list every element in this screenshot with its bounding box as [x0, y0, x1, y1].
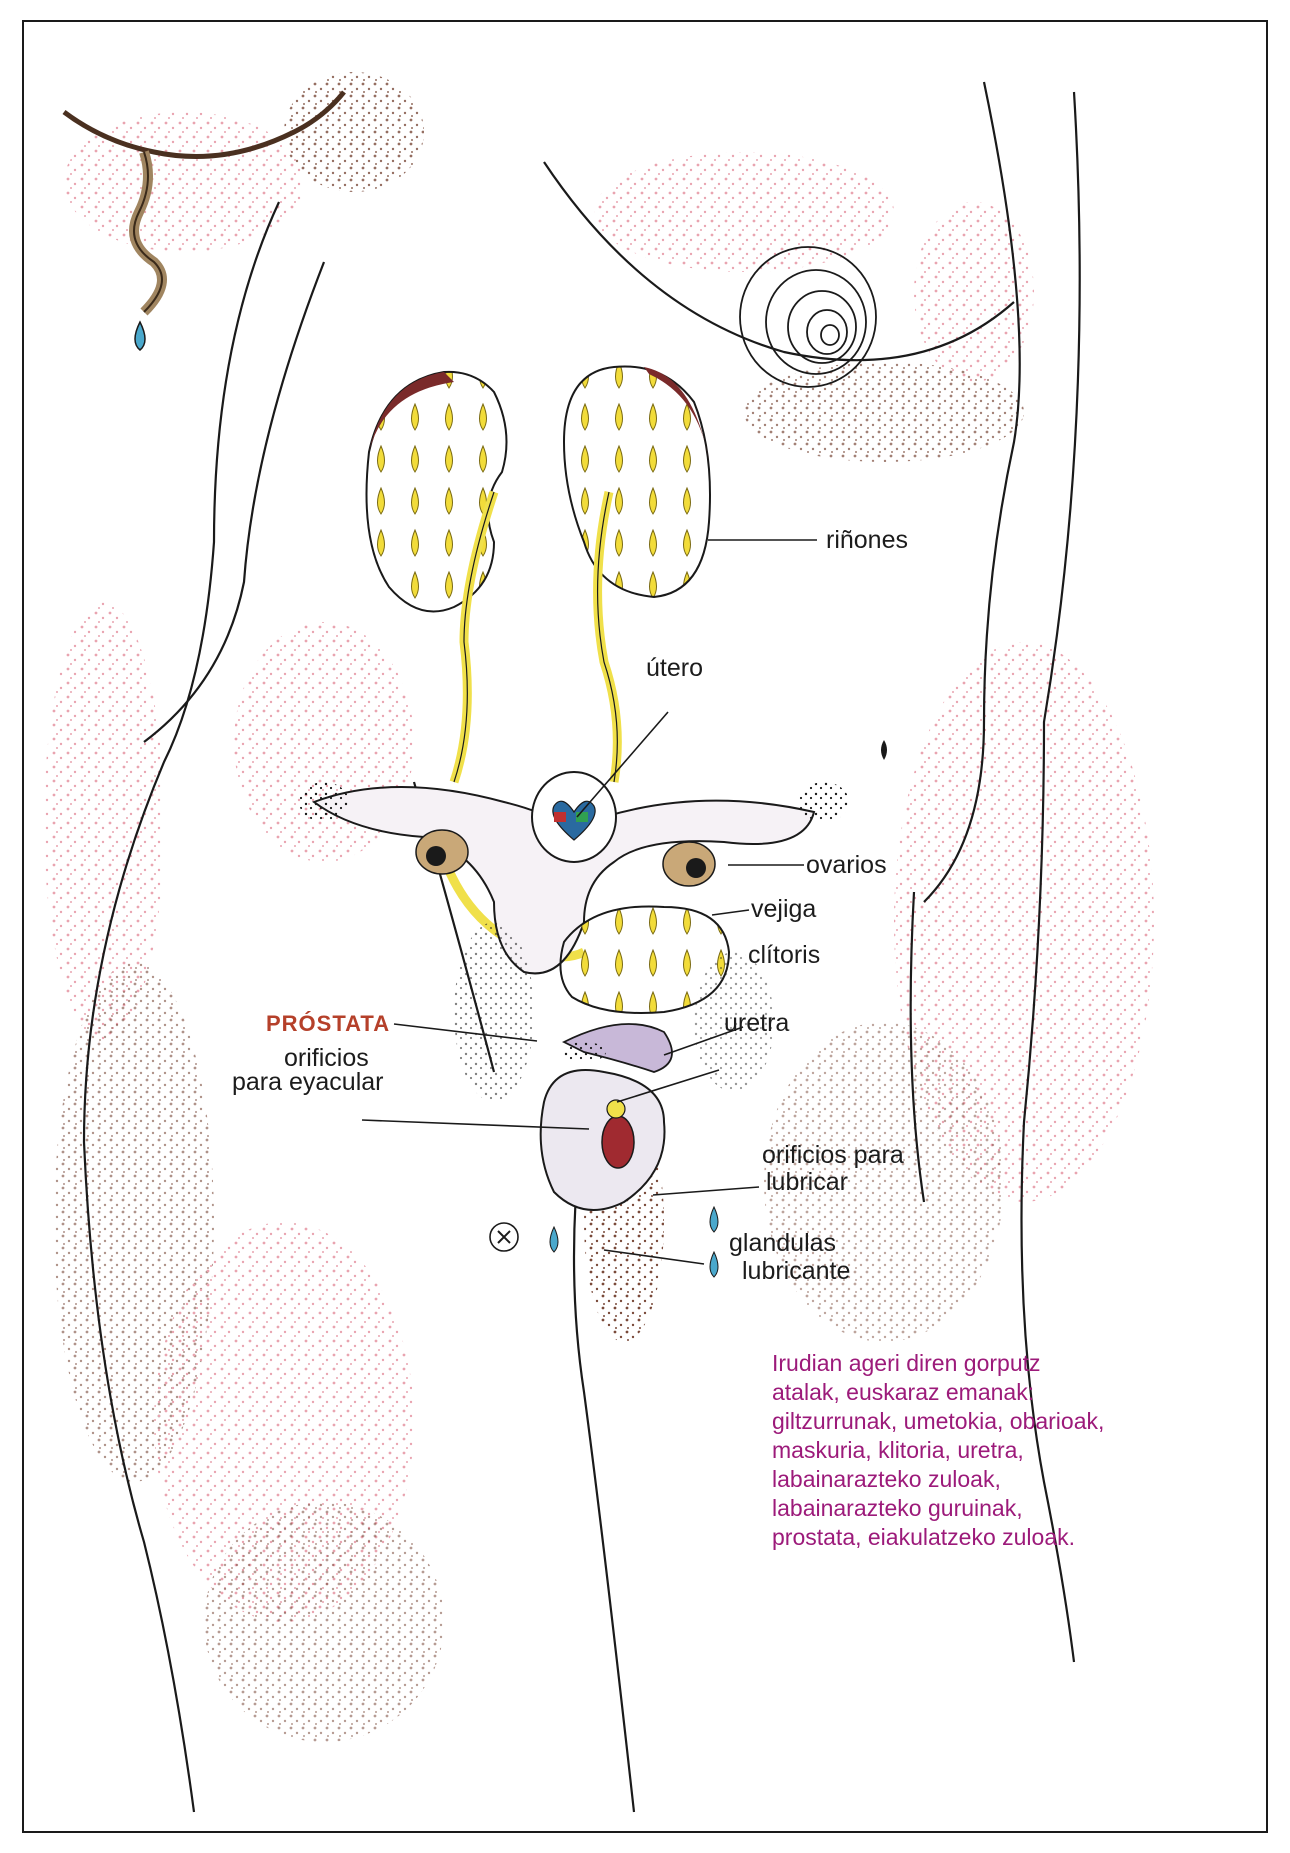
navel: [881, 740, 887, 760]
spiral-shell: [740, 247, 876, 387]
caption-basque: Irudian ageri diren gorputz atalak, eusk…: [772, 1349, 1112, 1552]
label-rinones: riñones: [826, 527, 908, 554]
label-orificios-eyacular-2: para eyacular: [232, 1069, 383, 1096]
label-glandulas-2: lubricante: [742, 1258, 850, 1285]
label-glandulas-1: glandulas: [729, 1230, 836, 1257]
label-prostata: PRÓSTATA: [266, 1010, 390, 1037]
label-vejiga: vejiga: [751, 896, 816, 923]
label-utero: útero: [646, 655, 703, 682]
kidneys: [367, 366, 711, 611]
label-uretra: uretra: [724, 1010, 789, 1037]
label-clitoris: clítoris: [748, 942, 820, 969]
anatomy-illustration: [24, 22, 1268, 1833]
label-ovarios: ovarios: [806, 852, 887, 879]
label-orificios-lubricar-1: orificios para: [762, 1142, 904, 1169]
label-orificios-lubricar-2: lubricar: [766, 1169, 848, 1196]
illustration-frame: riñones útero ovarios vejiga clítoris PR…: [22, 20, 1268, 1833]
